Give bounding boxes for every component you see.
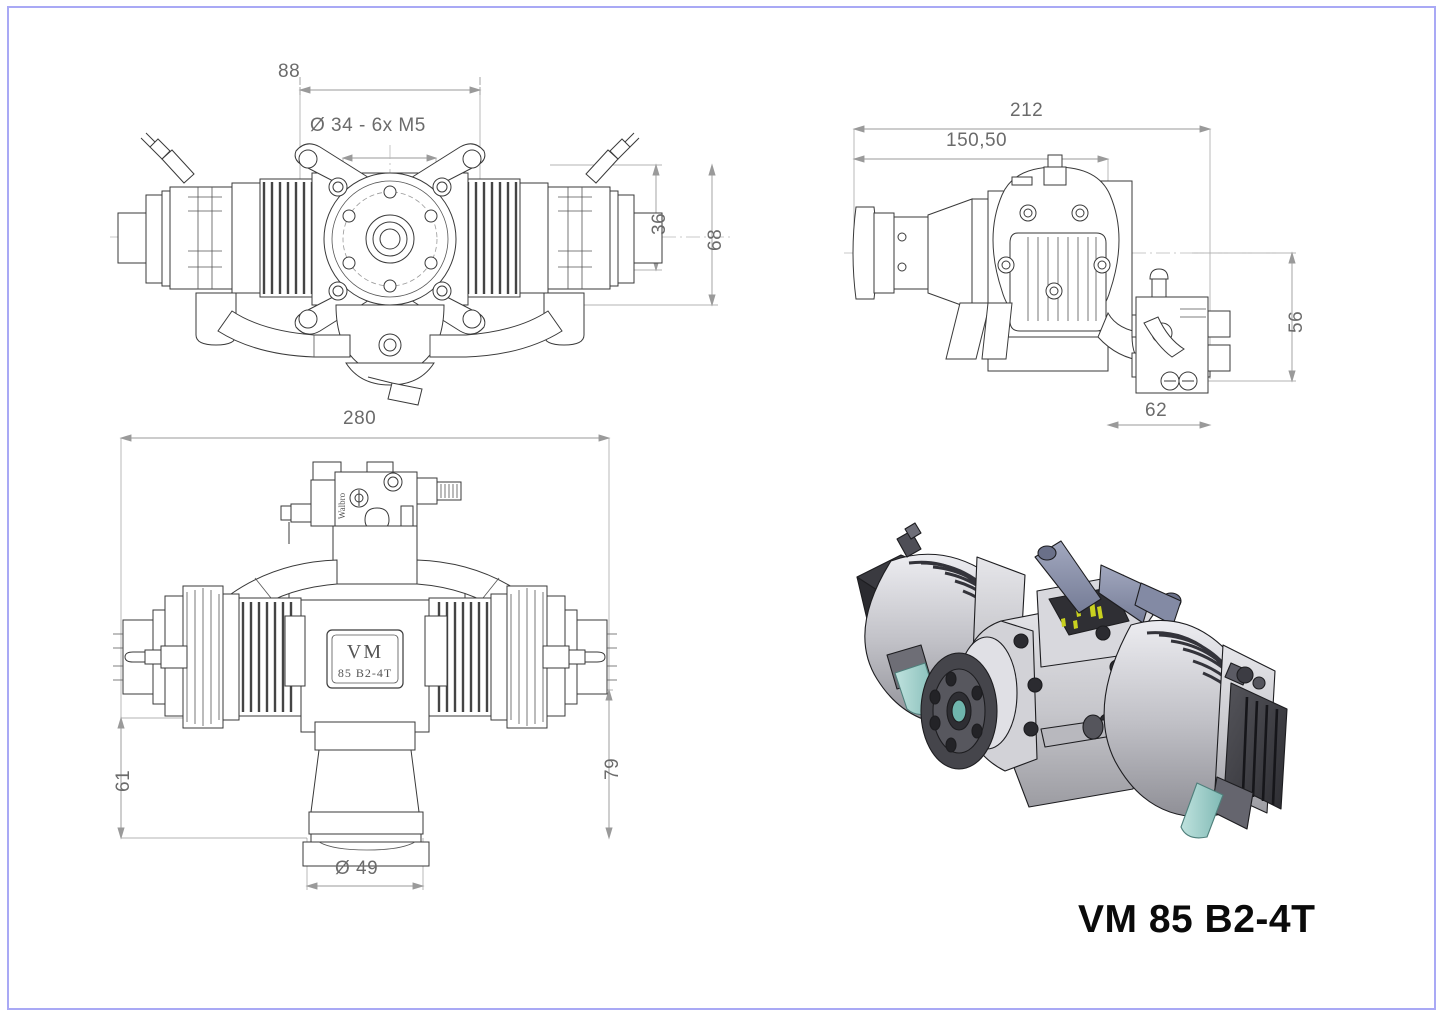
- side-view: 212 150,50 56 62: [840, 95, 1310, 445]
- dimension-62: [1106, 421, 1212, 429]
- dimension-label-62: 62: [1145, 400, 1168, 421]
- carburettor-brand-label: Walbro: [337, 492, 347, 519]
- crankcase-side: [945, 154, 1133, 372]
- nameplate-line2: 85 B2-4T: [338, 666, 392, 680]
- crankcase-front: VM 85 B2-4T: [284, 599, 448, 751]
- dimension-label-56: 56: [1286, 310, 1307, 333]
- dimension-label-bolt-circle: Ø 34 - 6x M5: [310, 115, 426, 136]
- dimension-label-36: 36: [649, 212, 670, 235]
- prop-housing-front: [302, 749, 430, 867]
- dimension-label-diameter-49: Ø 49: [335, 858, 379, 879]
- dimension-label-280: 280: [343, 408, 377, 429]
- carburettor-front: Walbro: [280, 461, 462, 544]
- dimension-label-79: 79: [602, 757, 623, 780]
- fuel-pump-top: [367, 376, 423, 406]
- dimension-label-88: 88: [278, 61, 301, 82]
- carburettor-side: [1135, 268, 1231, 394]
- spark-plug-left: [140, 132, 195, 184]
- front-view: Walbro: [105, 408, 665, 900]
- prop-flange-side: [852, 198, 989, 310]
- render-mount-brackets: [1034, 540, 1182, 626]
- top-view: 88 Ø 34 - 6x M5 36 68: [100, 55, 740, 406]
- spark-plug-right: [585, 132, 640, 184]
- right-cylinder-front: [428, 585, 617, 729]
- exhaust-pipes-top: [195, 292, 585, 358]
- crankcase-top: [294, 143, 486, 386]
- left-cylinder-front: [113, 585, 302, 729]
- page-border: [7, 6, 1436, 1010]
- dimension-label-68: 68: [705, 228, 726, 251]
- isometric-render: [835, 515, 1305, 845]
- nameplate-line1: VM: [347, 641, 383, 663]
- drawing-title: VM 85 B2-4T: [1078, 898, 1316, 941]
- dimension-61: [117, 716, 307, 840]
- dimension-label-212: 212: [1010, 100, 1044, 121]
- dimension-label-61: 61: [113, 769, 134, 792]
- dimension-label-150-50: 150,50: [946, 130, 1008, 151]
- render-right-cylinder: [1103, 619, 1288, 839]
